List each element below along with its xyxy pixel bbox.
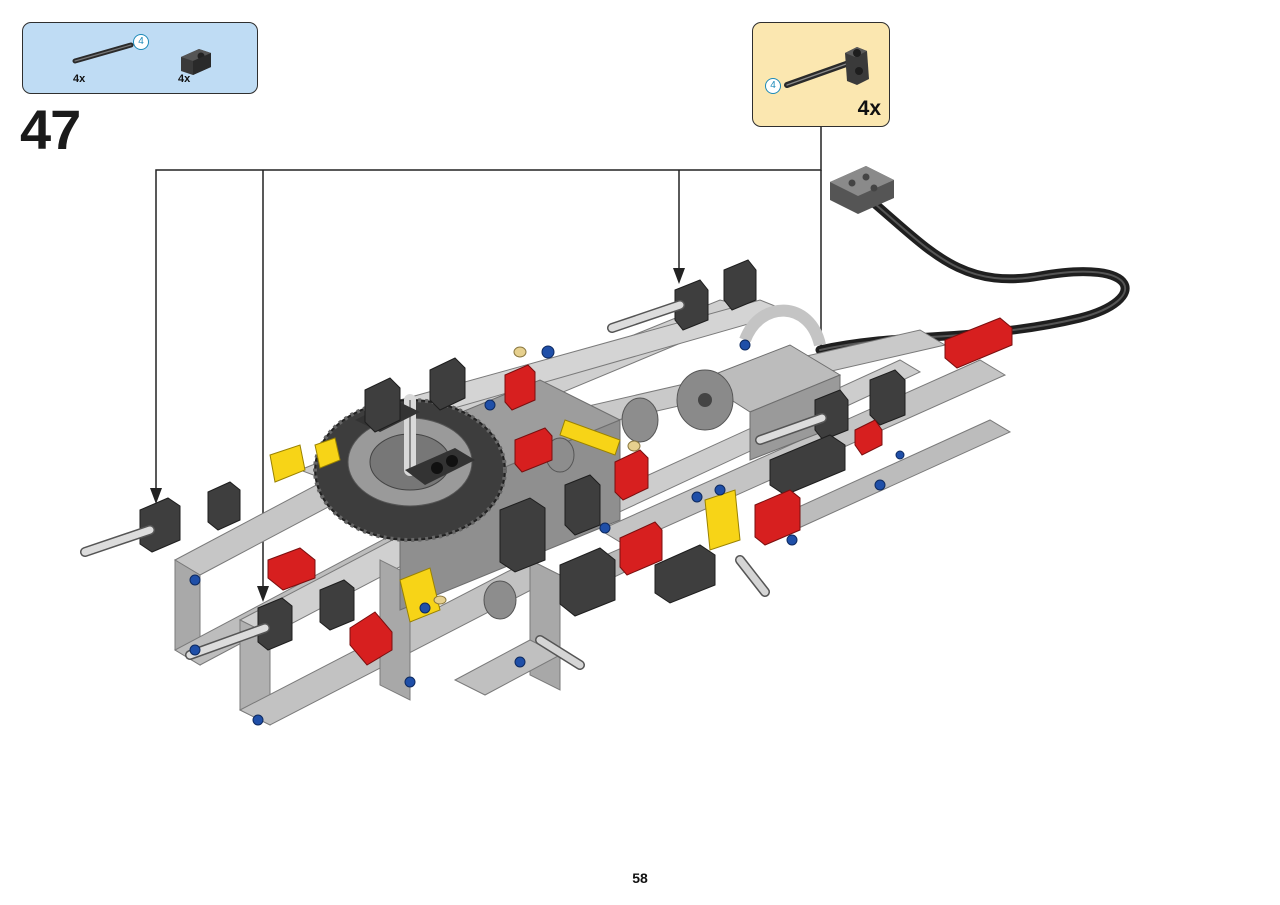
axle-quantity: 4x [73,73,86,85]
tan-pins [433,346,641,605]
parts-list-graphics [72,42,211,75]
axle-pin-connector-icon [181,49,211,75]
red-parts [267,317,1013,666]
axle-length-badge: 4 [133,34,149,50]
subassembly-axle-length-badge: 4 [765,78,781,94]
page-number: 58 [632,870,648,886]
dark-connectors [139,259,906,651]
subassembly-graphics [784,47,869,88]
arrow-head-1 [150,488,162,504]
motor-cable [815,166,1130,355]
subassembly-quantity: 4x [857,97,881,120]
connector-quantity: 4x [178,73,191,85]
cable-plug [830,166,894,214]
blue-pins [189,339,905,726]
arrow-head-2 [257,586,269,602]
parts-list-box: 4 4x 4x [22,22,258,94]
step-number: 47 [20,98,81,161]
axles [80,300,827,670]
turntable-gear [313,394,507,542]
subassembly-callout-box: 4 4x [752,22,890,127]
arrow-head-3 [673,268,685,284]
axle-icon [72,42,134,64]
axle-with-connector-icon [784,47,869,88]
